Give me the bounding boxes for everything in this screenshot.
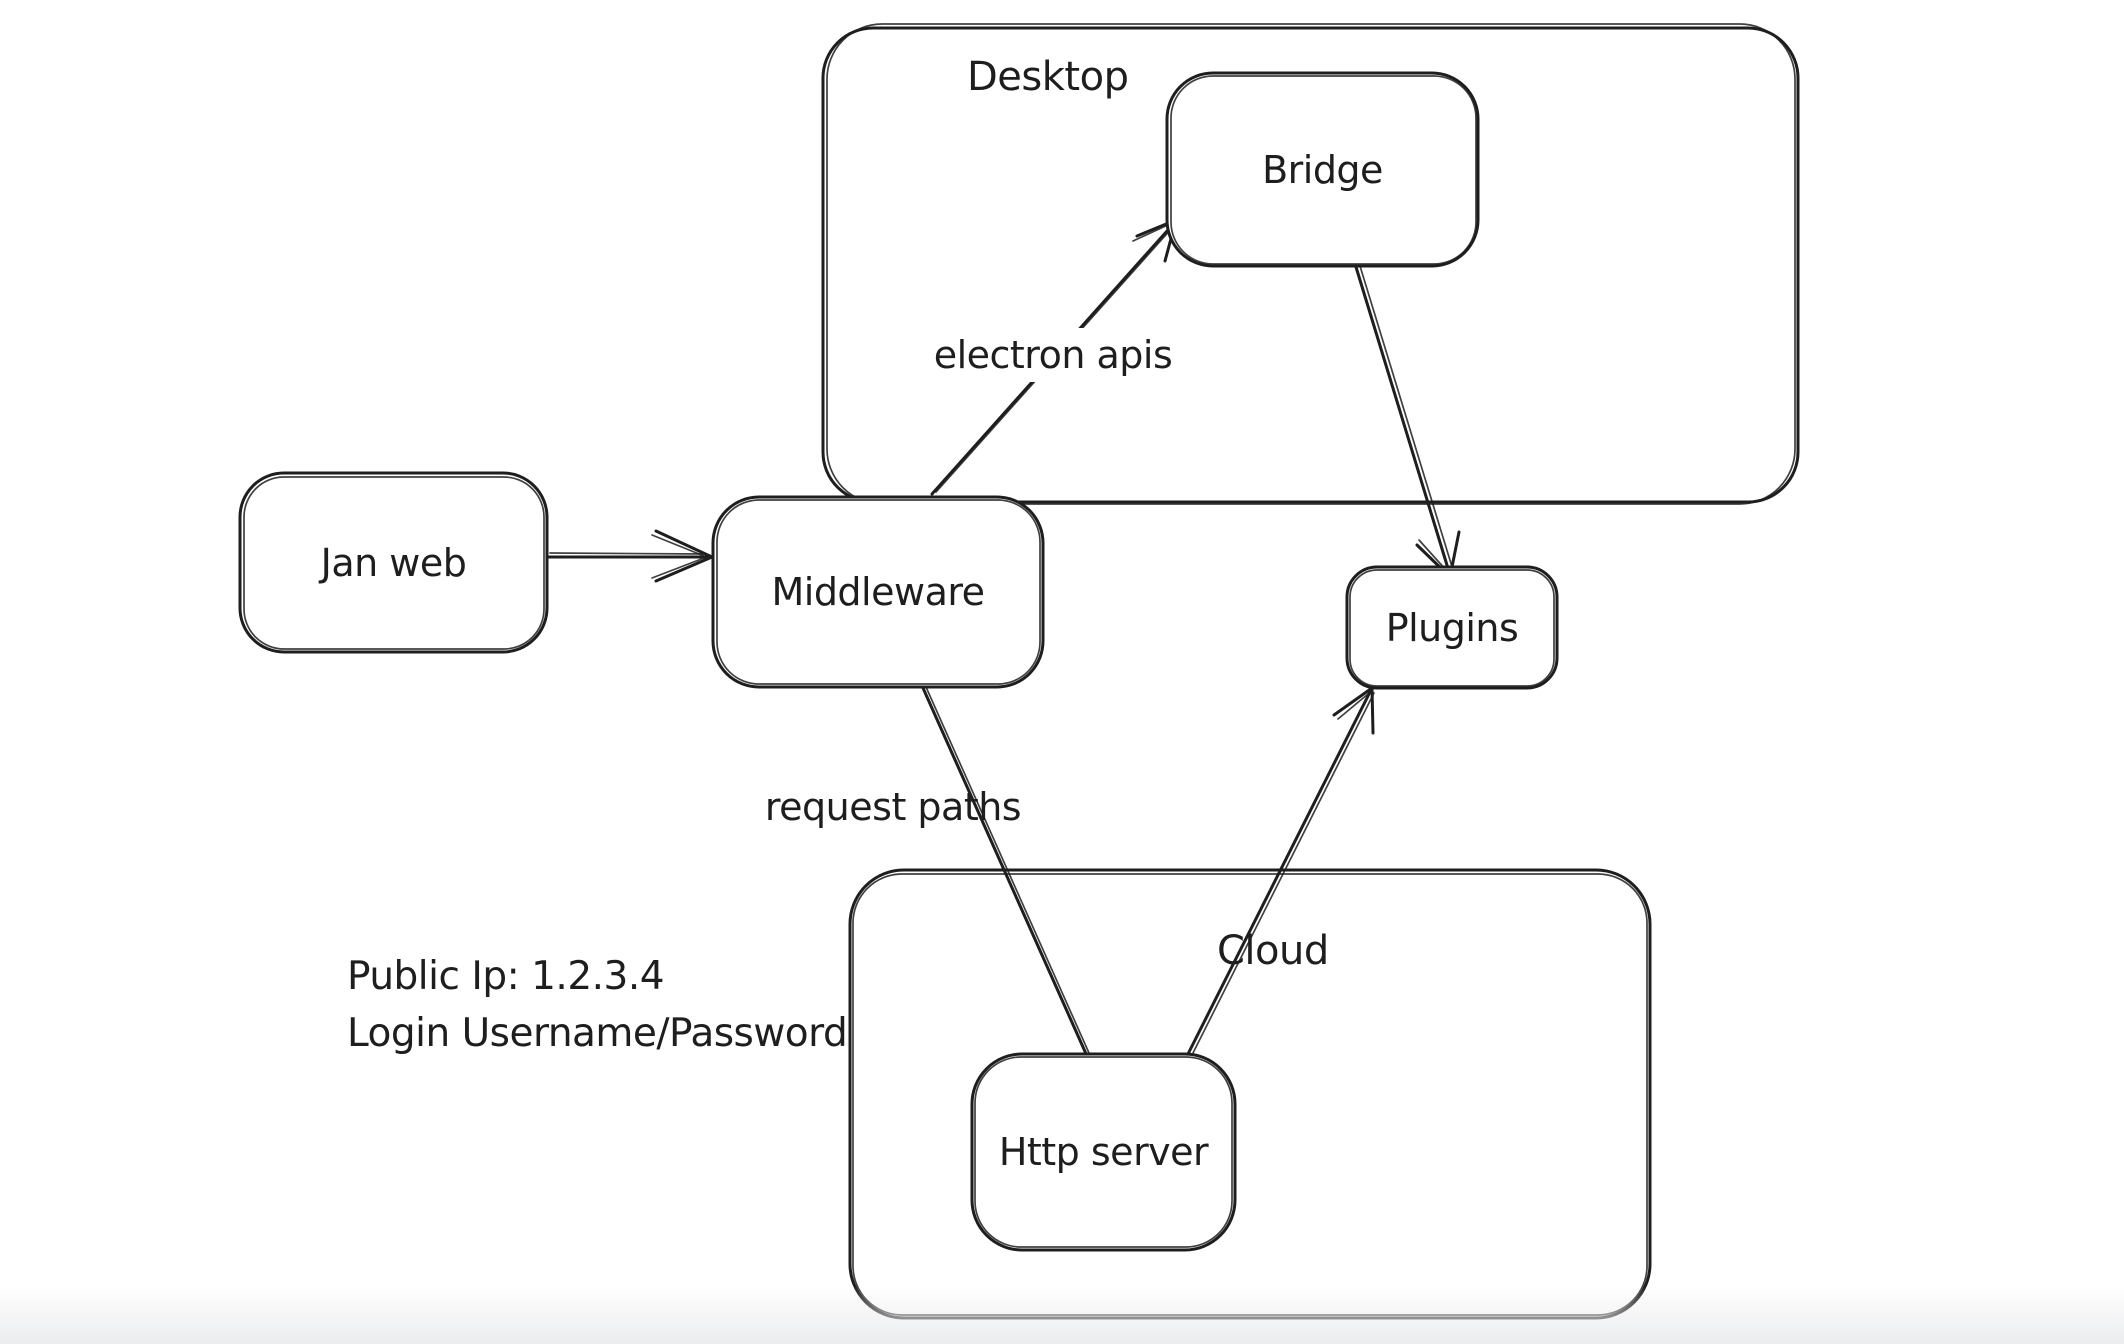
credentials-note: Public Ip: 1.2.3.4 Login Username/Passwo… (347, 948, 848, 1062)
edge-jan-web-to-middleware[interactable] (546, 529, 714, 583)
http-server-node-label: Http server (998, 1130, 1209, 1174)
desktop-container-label: Desktop (967, 54, 1129, 100)
middleware-node-label: Middleware (771, 570, 985, 614)
edge-http-server-to-plugins[interactable] (1186, 686, 1375, 1056)
login-note-line: Login Username/Password (347, 1011, 848, 1056)
edge-bridge-to-plugins[interactable] (1354, 265, 1461, 579)
http-server-node-box[interactable] (970, 1052, 1237, 1252)
plugins-node-box[interactable] (1345, 565, 1559, 690)
cloud-container-label: Cloud (1217, 928, 1329, 974)
request-paths-edge-label: request paths (764, 785, 1022, 829)
middleware-node-box[interactable] (711, 495, 1045, 689)
electron-apis-edge-label: electron apis (915, 328, 1191, 382)
jan-web-node-label: Jan web (320, 540, 467, 585)
jan-web-node-box[interactable] (238, 471, 549, 654)
plugins-node-label: Plugins (1385, 605, 1519, 650)
edge-middleware-to-http-server[interactable] (921, 686, 1090, 1058)
bridge-node-label: Bridge (1262, 147, 1383, 192)
public-ip-note-line: Public Ip: 1.2.3.4 (347, 954, 665, 999)
bridge-node-box[interactable] (1165, 71, 1480, 268)
desktop-container-box[interactable] (821, 23, 1800, 505)
